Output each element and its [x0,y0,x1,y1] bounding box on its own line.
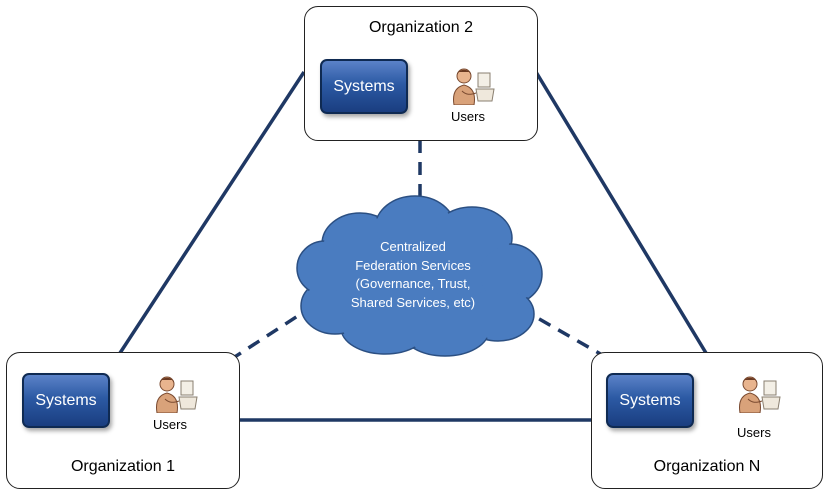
organization-n-systems-button[interactable]: Systems [606,373,694,428]
organization-2-systems-button[interactable]: Systems [320,59,408,114]
federation-cloud [296,195,543,357]
cloud-label-line-2: Federation Services [355,257,471,273]
link-org2-orgN [534,71,708,354]
cloud-label-line-4: Shared Services, etc) [350,294,476,310]
organization-1-users-label: Users [153,417,187,432]
organization-2-users-label: Users [451,109,485,124]
link-org2-org1 [118,71,306,354]
organization-n-title: Organization N [653,458,761,475]
cloud-label-line-1: Centralized [380,239,446,254]
user-at-desk-icon [453,68,495,105]
organization-1-box: Systems Users Organization 1 [6,352,240,489]
organization-1-systems-button[interactable]: Systems [22,373,110,428]
cloud-label-line-3: (Governance, Trust, [355,276,471,291]
user-at-desk-icon [156,376,198,413]
cloud-label: Centralized Federation Services (Governa… [323,238,503,312]
organization-n-users-label: Users [737,425,771,440]
organization-2-box: Organization 2 Systems Users [304,6,538,141]
organization-1-title: Organization 1 [70,458,176,475]
organization-n-box: Systems Users Organization N [591,352,823,489]
user-at-desk-icon [739,376,781,413]
organization-2-title: Organization 2 [368,19,474,36]
dashed-link-orgN-cloud [519,306,605,358]
dashed-link-org1-cloud [229,306,311,362]
